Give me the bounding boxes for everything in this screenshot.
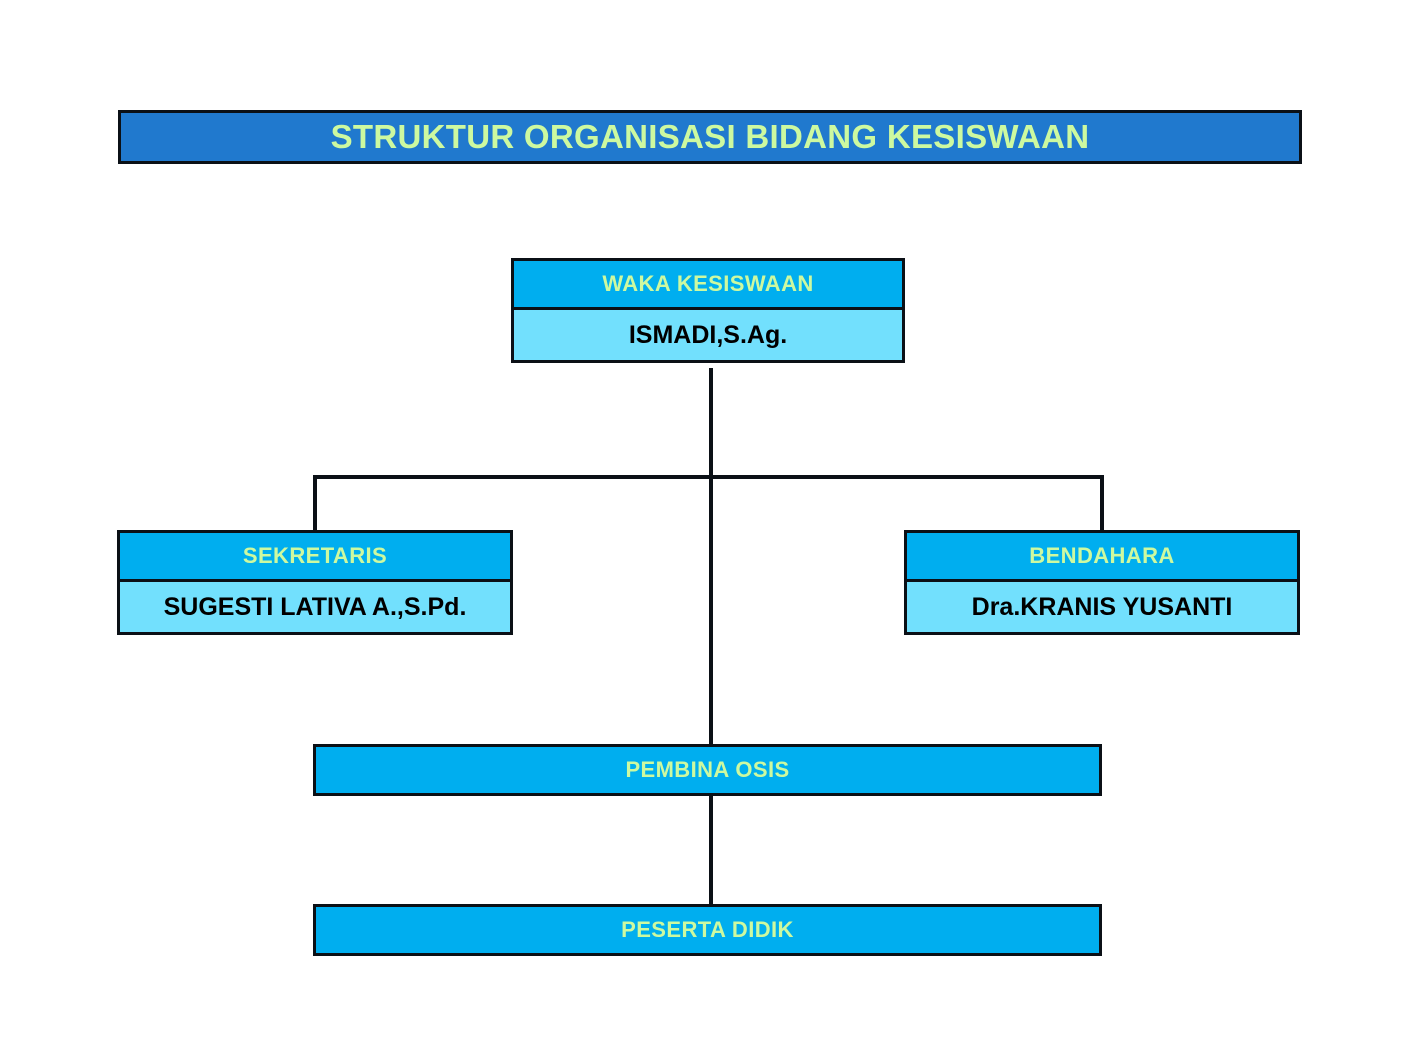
node-bendahara-role: BENDAHARA: [907, 533, 1297, 582]
node-peserta-didik-role: PESERTA DIDIK: [316, 907, 1099, 953]
connector-horizontal-split-bar: [313, 475, 1104, 479]
node-peserta-didik[interactable]: PESERTA DIDIK: [313, 904, 1102, 956]
node-pembina-osis-role: PEMBINA OSIS: [316, 747, 1099, 793]
node-sekretaris-role: SEKRETARIS: [120, 533, 510, 582]
page-title: STRUKTUR ORGANISASI BIDANG KESISWAAN: [330, 118, 1090, 155]
node-bendahara-name: Dra.KRANIS YUSANTI: [907, 582, 1297, 632]
connector-split-to-pembina-osis: [709, 475, 713, 747]
node-sekretaris-name: SUGESTI LATIVA A.,S.Pd.: [120, 582, 510, 632]
connector-waka-to-split: [709, 368, 713, 479]
connector-split-to-bendahara: [1100, 475, 1104, 533]
node-waka-kesiswaan-role: WAKA KESISWAAN: [514, 261, 902, 310]
connector-split-to-sekretaris: [313, 475, 317, 533]
chart-title-banner: STRUKTUR ORGANISASI BIDANG KESISWAAN: [118, 110, 1302, 164]
node-bendahara[interactable]: BENDAHARA Dra.KRANIS YUSANTI: [904, 530, 1300, 635]
connector-pembina-osis-to-peserta-didik: [709, 793, 713, 907]
node-waka-kesiswaan-name: ISMADI,S.Ag.: [514, 310, 902, 360]
node-pembina-osis[interactable]: PEMBINA OSIS: [313, 744, 1102, 796]
node-waka-kesiswaan[interactable]: WAKA KESISWAAN ISMADI,S.Ag.: [511, 258, 905, 363]
node-sekretaris[interactable]: SEKRETARIS SUGESTI LATIVA A.,S.Pd.: [117, 530, 513, 635]
